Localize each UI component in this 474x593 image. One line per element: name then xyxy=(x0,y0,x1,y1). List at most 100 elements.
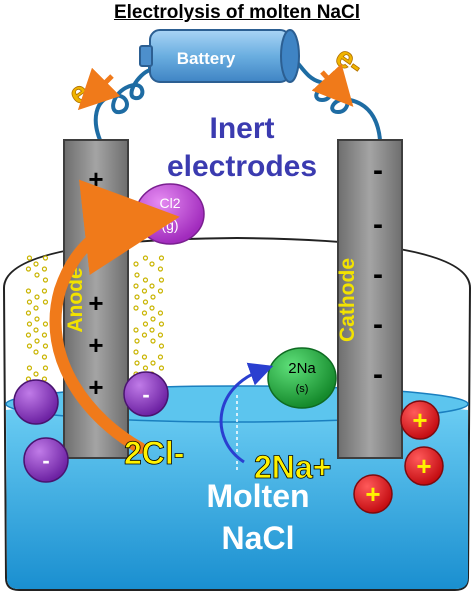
na-solid-bubble: 2Na (s) xyxy=(267,347,337,409)
gas-bubble xyxy=(150,294,156,300)
gas-bubble xyxy=(141,332,148,338)
anode-label: Anode xyxy=(64,267,87,332)
gas-bubble xyxy=(133,261,139,267)
gas-bubble xyxy=(42,365,49,371)
battery-label: Battery xyxy=(177,49,236,68)
gas-bubble xyxy=(26,255,33,261)
gas-bubble xyxy=(149,327,155,333)
cl2-label: Cl2 xyxy=(159,195,180,211)
gas-bubble xyxy=(141,288,148,294)
na-state: (s) xyxy=(296,383,309,395)
gas-bubble xyxy=(25,332,32,338)
gas-bubble xyxy=(157,332,164,338)
gas-bubble xyxy=(149,261,155,267)
gas-bubble xyxy=(134,272,140,278)
gas-bubble xyxy=(42,321,49,327)
gas-bubble xyxy=(142,321,149,327)
gas-bubble xyxy=(33,371,39,377)
gas-bubble xyxy=(142,255,149,261)
cathode-minus-sign: - xyxy=(373,208,383,241)
gas-bubble xyxy=(157,288,164,294)
gas-bubble xyxy=(42,343,49,349)
gas-bubble xyxy=(25,266,32,272)
gas-bubble xyxy=(158,277,165,283)
gas-bubble xyxy=(41,332,48,338)
gas-bubble xyxy=(134,338,140,344)
electrolyte-label-line2: NaCl xyxy=(222,520,295,556)
gas-bubble xyxy=(26,343,33,349)
electron-left-indicator: e- xyxy=(62,67,121,112)
inert-label-line2: electrodes xyxy=(167,150,317,183)
gas-bubble xyxy=(133,327,139,333)
chloride-ion: - xyxy=(123,371,169,417)
gas-bubble xyxy=(142,277,149,283)
chloride-ion-charge: - xyxy=(42,448,49,473)
diagram-title: Electrolysis of molten NaCl xyxy=(113,2,360,23)
gas-bubble xyxy=(42,255,49,261)
gas-bubble xyxy=(26,321,33,327)
anode-plus-sign: + xyxy=(88,330,103,360)
gas-bubble xyxy=(33,261,39,267)
chloride-ion xyxy=(13,379,59,425)
sodium-ion-charge: + xyxy=(412,405,427,435)
sodium-ion: + xyxy=(353,474,393,514)
electrolyte-label-line1: Molten xyxy=(206,478,309,514)
cl2-state: (g) xyxy=(161,217,178,233)
cathode-minus-sign: - xyxy=(373,154,383,187)
sodium-ions-label: 2Na+ xyxy=(254,449,331,485)
gas-bubble xyxy=(142,299,149,305)
gas-bubble xyxy=(33,305,39,311)
cathode-minus-sign: - xyxy=(373,358,383,391)
gas-bubble xyxy=(41,266,48,272)
cathode-charges: ----- xyxy=(373,154,383,391)
chloride-ions-label: 2Cl- xyxy=(124,435,184,471)
gas-bubble xyxy=(33,349,39,355)
gas-bubble xyxy=(133,349,139,355)
anode-plus-sign: + xyxy=(88,246,103,276)
gas-bubble xyxy=(41,288,48,294)
gas-bubble xyxy=(158,255,165,261)
gas-bubble xyxy=(141,310,148,316)
gas-bubble xyxy=(26,365,33,371)
gas-bubble xyxy=(133,283,139,289)
sodium-reduction-arrow xyxy=(219,362,274,464)
gas-bubble xyxy=(34,294,40,300)
gas-bubble xyxy=(42,299,49,305)
gas-bubble xyxy=(33,327,39,333)
gas-bubble xyxy=(133,305,139,311)
cathode-label: Cathode xyxy=(336,258,359,342)
na-label: 2Na xyxy=(288,360,316,377)
gas-bubble xyxy=(41,354,48,360)
gas-bubble xyxy=(25,288,32,294)
gas-bubble xyxy=(157,310,164,316)
battery: Battery xyxy=(139,29,300,83)
cl2-gas-bubble: Cl2 (g) xyxy=(135,183,205,245)
gas-bubble xyxy=(149,305,155,311)
chloride-oxidation-arrow xyxy=(49,179,180,454)
chloride-ion: - xyxy=(23,437,69,483)
gas-bubble xyxy=(150,316,156,322)
gas-bubble xyxy=(34,316,40,322)
chloride-ion-charge: - xyxy=(142,382,149,407)
gas-bubble xyxy=(157,266,164,272)
cathode-minus-sign: - xyxy=(373,308,383,341)
gas-bubble xyxy=(134,294,140,300)
gas-bubble xyxy=(149,283,155,289)
anode-plus-sign: + xyxy=(88,288,103,318)
inert-label-line1: Inert xyxy=(209,112,274,145)
gas-bubble xyxy=(134,360,140,366)
cathode-electrode: Cathode ----- xyxy=(336,139,403,459)
sodium-ion: + xyxy=(400,400,440,440)
gas-bubble xyxy=(150,360,156,366)
sodium-ion-charge: + xyxy=(416,451,431,481)
gas-bubble xyxy=(26,299,33,305)
gas-bubble xyxy=(157,354,164,360)
electron-right-indicator: e- xyxy=(311,40,370,107)
gas-bubble xyxy=(142,365,149,371)
gas-bubble xyxy=(141,354,148,360)
gas-bubble xyxy=(34,338,40,344)
gas-bubble xyxy=(150,338,156,344)
anode-plus-sign: + xyxy=(88,164,103,194)
electron-right-label: e- xyxy=(329,40,370,82)
